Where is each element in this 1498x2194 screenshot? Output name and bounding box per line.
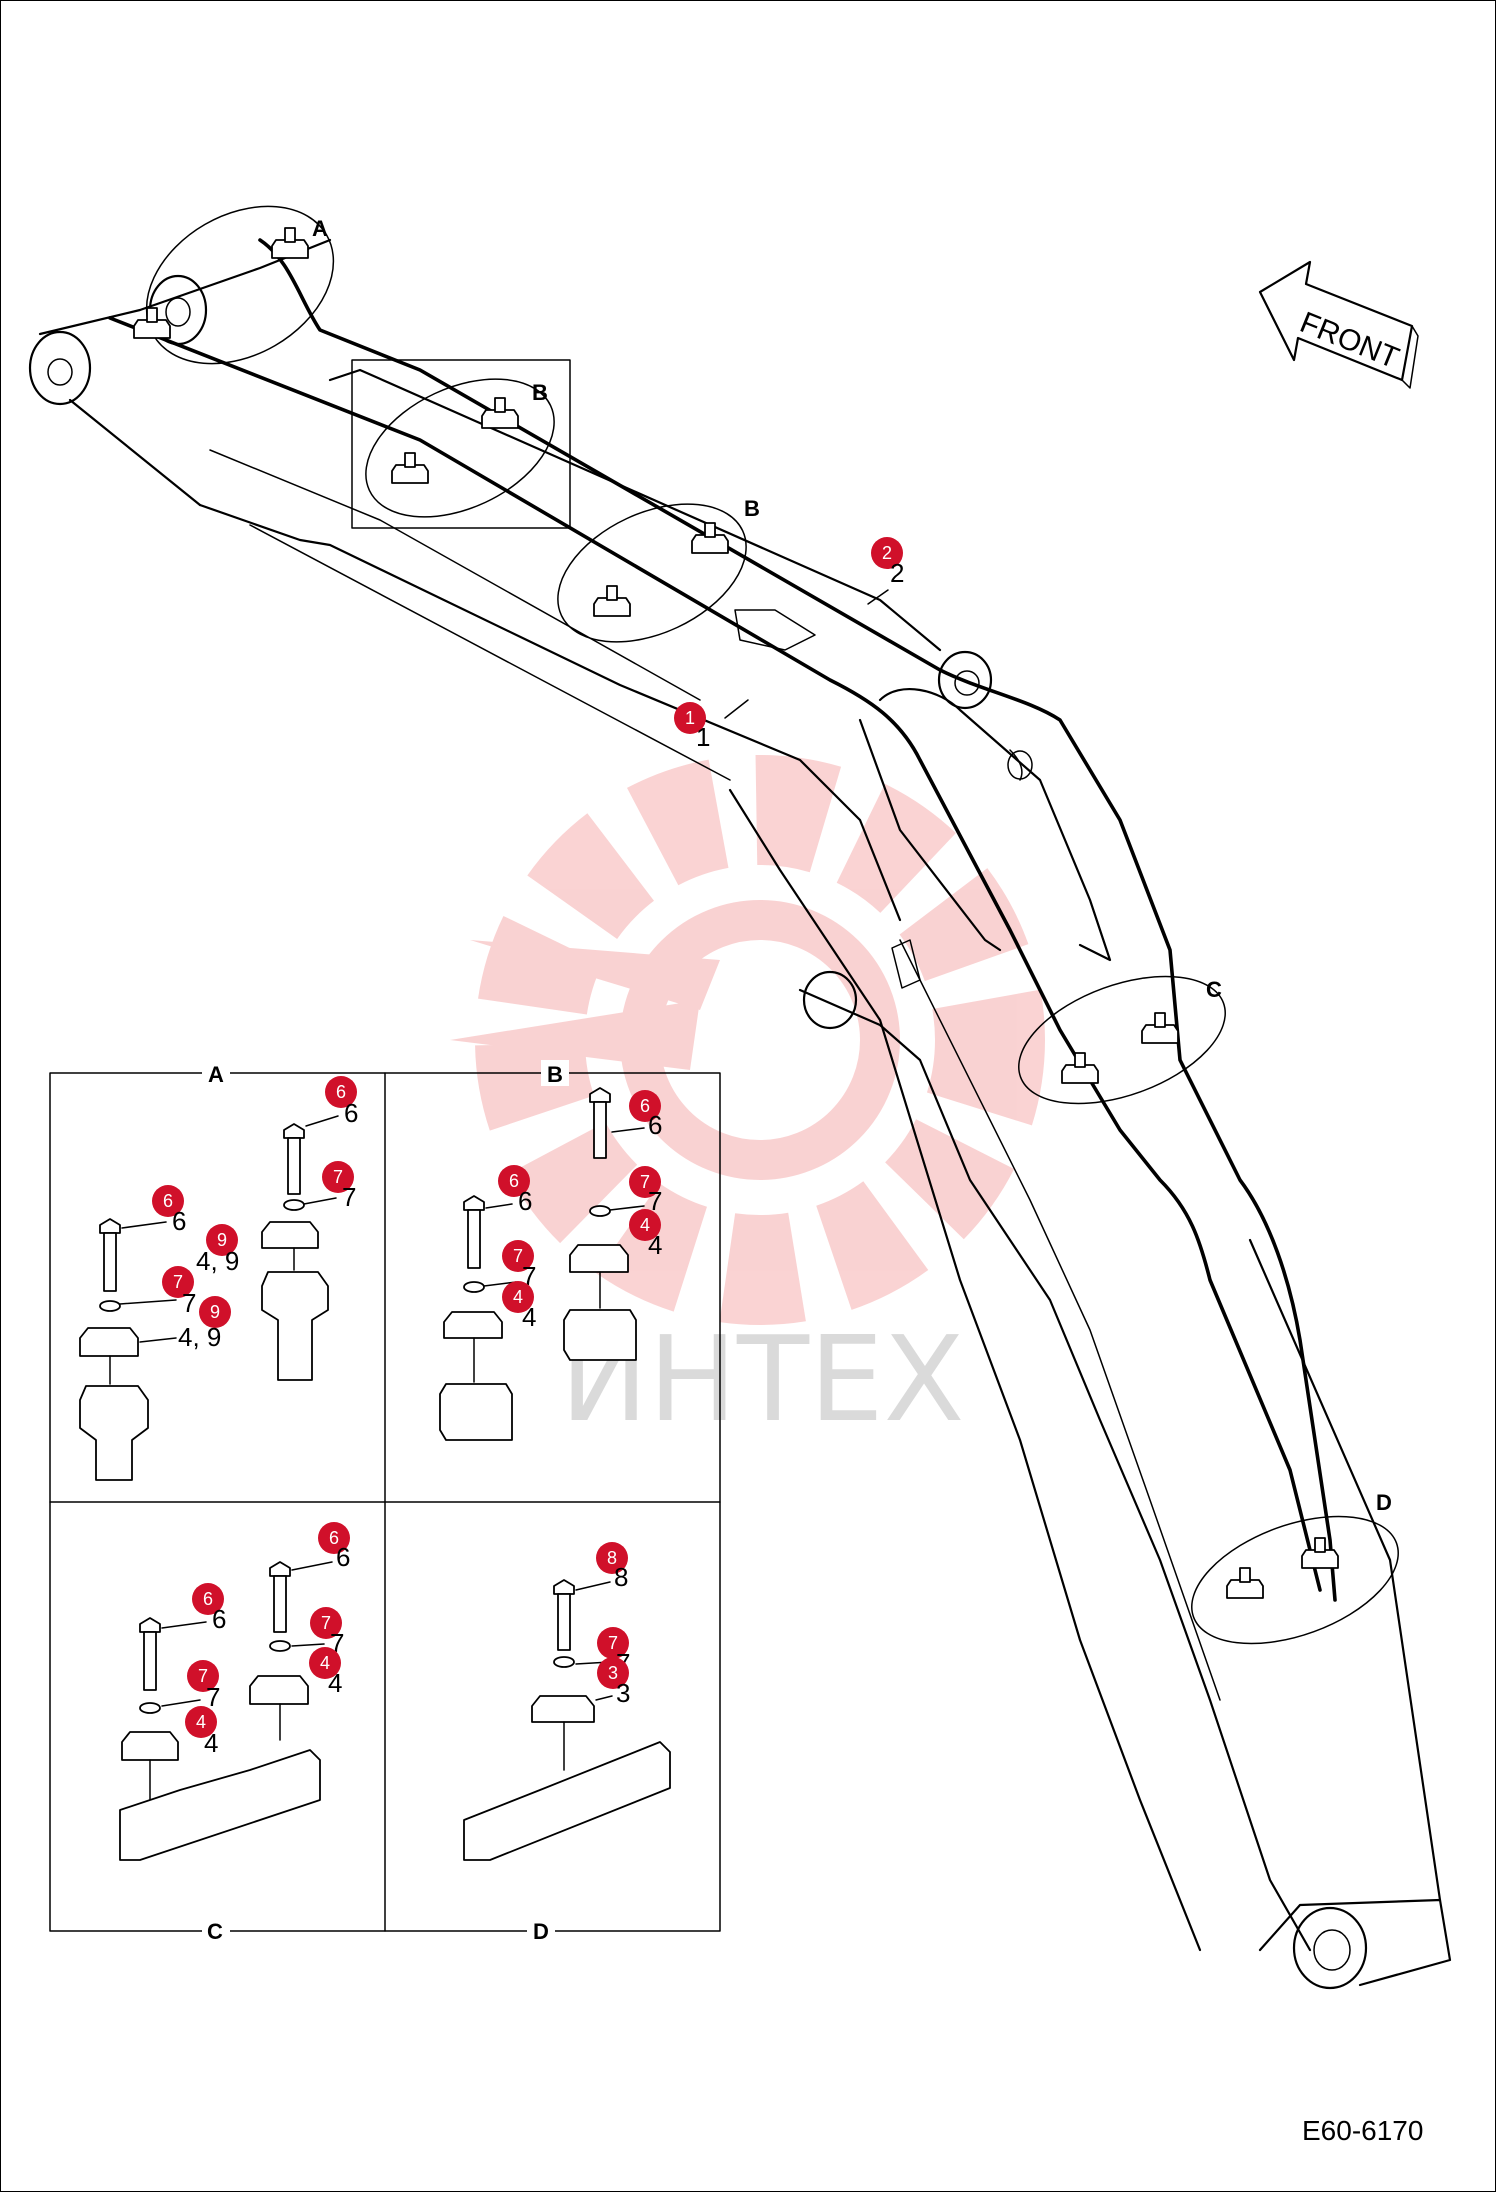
- svg-text:4: 4: [513, 1287, 523, 1307]
- svg-text:6: 6: [203, 1589, 213, 1609]
- detail-circle-c: C: [1018, 975, 1226, 1105]
- svg-text:7: 7: [198, 1666, 208, 1686]
- hose-line-1: [108, 316, 1322, 1592]
- svg-text:6: 6: [648, 1110, 662, 1140]
- svg-text:6: 6: [344, 1098, 358, 1128]
- callout-1: 1 1: [674, 699, 749, 752]
- svg-text:9: 9: [217, 1230, 227, 1250]
- svg-text:4: 4: [204, 1728, 218, 1758]
- svg-text:6: 6: [640, 1096, 650, 1116]
- svg-text:B: B: [547, 1062, 563, 1087]
- svg-text:7: 7: [608, 1633, 618, 1653]
- svg-text:7: 7: [321, 1613, 331, 1633]
- svg-text:C: C: [1206, 977, 1222, 1002]
- svg-text:D: D: [1376, 1490, 1392, 1515]
- svg-text:2: 2: [882, 543, 892, 563]
- svg-text:B: B: [532, 380, 548, 405]
- front-direction-arrow: FRONT: [1258, 260, 1419, 389]
- svg-text:9: 9: [210, 1302, 220, 1322]
- svg-text:6: 6: [329, 1528, 339, 1548]
- exploded-view-panels: A B C D: [49, 1060, 721, 1944]
- svg-text:D: D: [533, 1919, 549, 1944]
- svg-text:7: 7: [182, 1288, 196, 1318]
- svg-text:6: 6: [163, 1191, 173, 1211]
- svg-text:7: 7: [513, 1246, 523, 1266]
- svg-text:A: A: [208, 1062, 224, 1087]
- svg-text:7: 7: [648, 1186, 662, 1216]
- svg-text:4: 4: [196, 1712, 206, 1732]
- svg-text:7: 7: [333, 1167, 343, 1187]
- svg-text:6: 6: [336, 1542, 350, 1572]
- svg-text:7: 7: [206, 1682, 220, 1712]
- svg-text:6: 6: [509, 1171, 519, 1191]
- panel-b-parts: 6 6 7 7 4 4 6 6 7 7 4 4: [439, 1087, 662, 1441]
- svg-text:4: 4: [522, 1302, 536, 1332]
- svg-text:4, 9: 4, 9: [178, 1322, 221, 1352]
- callout-2: 2 2: [867, 537, 904, 605]
- svg-text:6: 6: [212, 1604, 226, 1634]
- detail-circle-d: D: [1191, 1490, 1399, 1645]
- watermark-gear-logo: [450, 755, 1045, 1325]
- panel-c-parts: 6 6 7 7 4 4 6 6 7 7 4 4: [119, 1522, 350, 1861]
- svg-text:7: 7: [173, 1272, 183, 1292]
- svg-text:4, 9: 4, 9: [196, 1246, 239, 1276]
- detail-box-b: B: [351, 359, 571, 529]
- svg-text:8: 8: [614, 1562, 628, 1592]
- svg-text:4: 4: [328, 1668, 342, 1698]
- svg-text:3: 3: [616, 1678, 630, 1708]
- hose-line-2: [258, 238, 1337, 1602]
- svg-text:1: 1: [696, 722, 710, 752]
- svg-text:7: 7: [342, 1182, 356, 1212]
- svg-text:2: 2: [890, 558, 904, 588]
- svg-text:3: 3: [608, 1663, 618, 1683]
- svg-text:7: 7: [640, 1172, 650, 1192]
- boom-drawing: [28, 238, 1452, 1990]
- drawing-code: E60-6170: [1302, 2115, 1423, 2146]
- svg-text:A: A: [312, 216, 328, 241]
- panel-d-parts: 8 8 7 7 3 3: [463, 1542, 671, 1861]
- detail-circle-b2: B: [557, 496, 760, 643]
- svg-text:6: 6: [336, 1082, 346, 1102]
- detail-circle-a: A: [133, 205, 335, 365]
- svg-text:4: 4: [320, 1653, 330, 1673]
- svg-text:B: B: [744, 496, 760, 521]
- svg-text:1: 1: [685, 708, 695, 728]
- svg-text:6: 6: [518, 1186, 532, 1216]
- panel-a-parts: 6 6 7 7 6 6 9 4, 9 7 7 9 4, 9: [79, 1076, 358, 1481]
- svg-text:C: C: [207, 1919, 223, 1944]
- svg-text:4: 4: [640, 1215, 650, 1235]
- svg-text:8: 8: [607, 1548, 617, 1568]
- svg-text:6: 6: [172, 1206, 186, 1236]
- svg-text:4: 4: [648, 1230, 662, 1260]
